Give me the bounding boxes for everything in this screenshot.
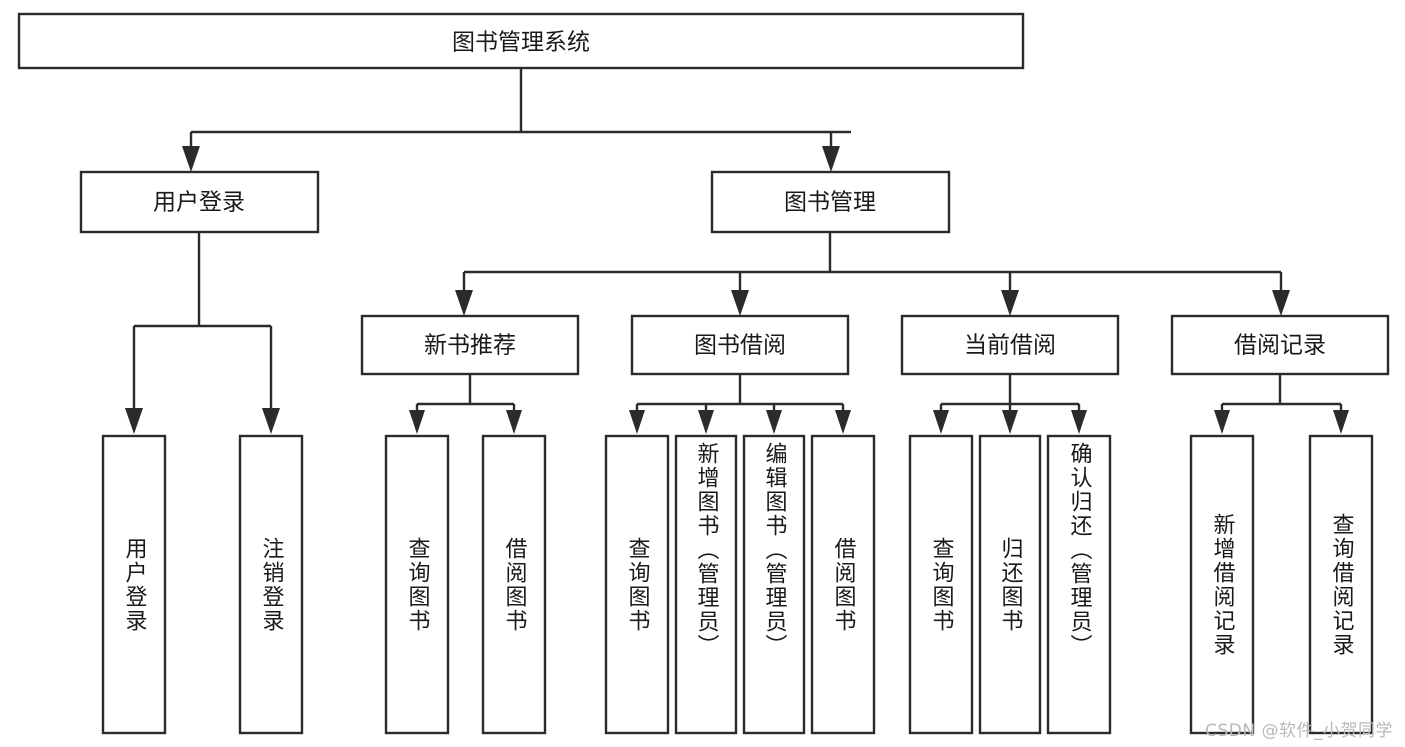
node-book-borrow[interactable]: 图书借阅 — [630, 314, 850, 376]
connector-current-borrow-to-leaves — [933, 374, 1087, 434]
node-leaf-borrow-book-2[interactable] — [810, 434, 876, 735]
node-new-book-rec-label: 新书推荐 — [424, 333, 516, 359]
connector-new-book-rec-to-leaves — [409, 374, 522, 434]
node-book-borrow-label: 图书借阅 — [694, 333, 786, 359]
node-leaf-borrow-book-1[interactable] — [481, 434, 547, 735]
node-root[interactable]: 图书管理系统 — [17, 12, 1025, 70]
node-leaf-query-book-2[interactable] — [604, 434, 670, 735]
node-new-book-rec[interactable]: 新书推荐 — [360, 314, 580, 376]
node-borrow-record[interactable]: 借阅记录 — [1170, 314, 1390, 376]
connector-borrow-record-to-leaves — [1214, 374, 1349, 434]
node-leaf-edit-book[interactable] — [742, 434, 806, 735]
connector-root-to-level2 — [182, 68, 851, 172]
node-root-label: 图书管理系统 — [452, 30, 590, 56]
node-leaf-confirm-return[interactable] — [1046, 434, 1112, 735]
node-book-manage[interactable]: 图书管理 — [710, 170, 951, 234]
connector-user-login-to-leaves — [125, 232, 280, 434]
node-user-login[interactable]: 用户登录 — [79, 170, 320, 234]
node-leaf-query-book-1[interactable] — [384, 434, 450, 735]
node-current-borrow-label: 当前借阅 — [964, 333, 1056, 359]
csdn-watermark: CSDN @软件_小贺同学 — [1205, 721, 1393, 741]
node-leaf-logout[interactable] — [238, 434, 304, 735]
node-current-borrow[interactable]: 当前借阅 — [900, 314, 1120, 376]
connector-book-borrow-to-leaves — [629, 374, 851, 434]
node-leaf-return-book[interactable] — [978, 434, 1042, 735]
node-borrow-record-label: 借阅记录 — [1234, 333, 1326, 359]
node-leaf-add-book[interactable] — [674, 434, 738, 735]
node-book-manage-label: 图书管理 — [784, 190, 876, 216]
node-user-login-label: 用户登录 — [153, 190, 245, 216]
connector-book-manage-to-level3 — [455, 232, 1290, 316]
node-leaf-user-login[interactable] — [101, 434, 167, 735]
node-leaf-add-record[interactable] — [1189, 434, 1255, 735]
node-leaf-query-record[interactable] — [1308, 434, 1374, 735]
node-leaf-query-book-3[interactable] — [908, 434, 974, 735]
